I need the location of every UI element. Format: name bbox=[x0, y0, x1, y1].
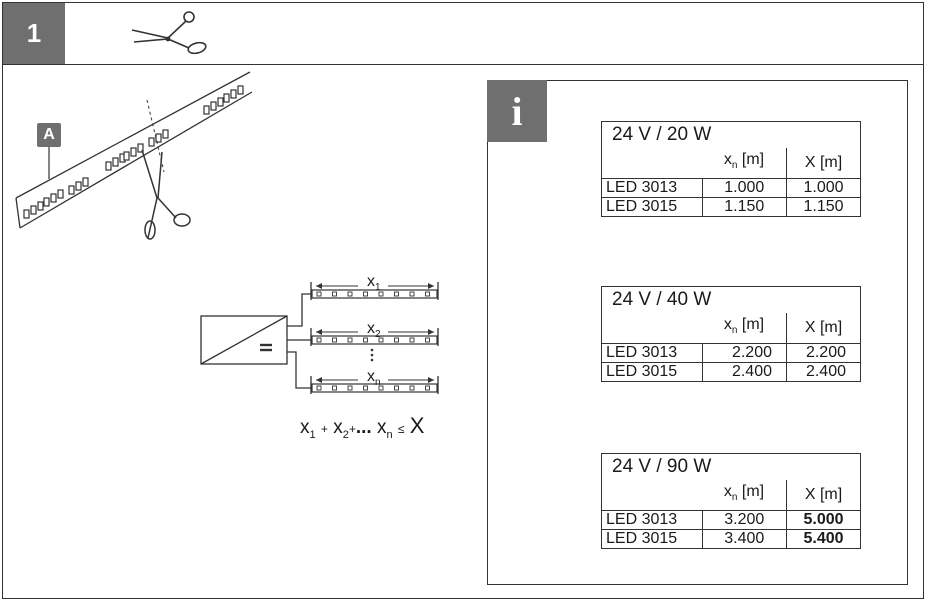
column-header-X: X [m] bbox=[786, 148, 861, 179]
arrow-left-icon bbox=[316, 377, 322, 383]
led-chip bbox=[57, 189, 64, 199]
led-dot bbox=[378, 291, 384, 297]
led-dot bbox=[332, 291, 337, 297]
arrow-left-icon bbox=[316, 329, 322, 335]
led-dot bbox=[394, 385, 399, 391]
segment-label-1: x1 bbox=[367, 273, 381, 294]
led-chip bbox=[162, 129, 169, 139]
led-chip bbox=[112, 157, 119, 167]
led-dot bbox=[316, 385, 322, 391]
table-title: 24 V / 90 W bbox=[601, 453, 861, 480]
led-dot bbox=[347, 291, 353, 297]
led-dot bbox=[347, 385, 353, 391]
strip-edge-top bbox=[15, 71, 251, 199]
led-chip bbox=[50, 193, 57, 203]
led-chip bbox=[23, 209, 30, 219]
column-header-xn: xn [m] bbox=[702, 148, 787, 179]
column-header-xn: xn [m] bbox=[702, 313, 787, 344]
arrow-right-icon bbox=[428, 283, 434, 289]
led-dot bbox=[347, 337, 353, 343]
info-icon: i bbox=[487, 80, 547, 142]
led-chip bbox=[203, 105, 210, 115]
led-chip bbox=[68, 185, 75, 195]
led-dot bbox=[409, 337, 415, 343]
led-chip bbox=[30, 205, 37, 215]
led-strip-illustration bbox=[15, 71, 253, 240]
strip-label-a: A bbox=[37, 123, 61, 147]
arrow-right-icon bbox=[428, 329, 434, 335]
led-dot bbox=[378, 337, 384, 343]
strip-segment bbox=[311, 335, 438, 345]
arrow-right-icon bbox=[428, 377, 434, 383]
led-dot bbox=[409, 291, 415, 297]
led-dot bbox=[316, 291, 322, 297]
led-chip bbox=[137, 143, 144, 153]
led-dot bbox=[363, 385, 368, 391]
scissors-icon bbox=[131, 11, 207, 55]
column-header-X: X [m] bbox=[786, 480, 861, 511]
led-dot bbox=[363, 337, 368, 343]
led-chip bbox=[43, 197, 50, 207]
led-chip bbox=[37, 201, 44, 211]
led-chip bbox=[210, 101, 217, 111]
step-number-badge: 1 bbox=[3, 3, 65, 64]
table-title: 24 V / 20 W bbox=[601, 121, 861, 148]
led-chip bbox=[230, 89, 237, 99]
strip-segment bbox=[311, 289, 438, 299]
led-chip bbox=[223, 93, 230, 103]
strip-scissors-icon bbox=[141, 99, 191, 240]
led-chip bbox=[237, 85, 244, 95]
column-header-X: X [m] bbox=[786, 313, 861, 344]
led-dot bbox=[409, 385, 415, 391]
led-dot bbox=[332, 385, 337, 391]
led-dot bbox=[425, 337, 430, 343]
led-chip bbox=[217, 97, 224, 107]
led-chip bbox=[148, 137, 155, 147]
led-chip bbox=[105, 161, 112, 171]
led-dot bbox=[316, 337, 322, 343]
led-chip bbox=[155, 133, 162, 143]
length-formula: x1 + x2+... xn ≤ X bbox=[300, 413, 425, 441]
column-header-xn: xn [m] bbox=[702, 480, 787, 511]
strip-segment bbox=[311, 383, 438, 393]
led-dot bbox=[378, 385, 384, 391]
led-chip bbox=[82, 177, 89, 187]
led-chip bbox=[75, 181, 82, 191]
segment-label-2: x2 bbox=[367, 320, 381, 341]
led-dot bbox=[332, 337, 337, 343]
led-dot bbox=[394, 337, 399, 343]
segment-label-n: xn bbox=[367, 368, 381, 389]
led-chip bbox=[130, 147, 137, 157]
header-divider bbox=[2, 64, 924, 65]
led-dot bbox=[363, 291, 368, 297]
power-supply-diagram bbox=[200, 282, 439, 394]
led-dot bbox=[394, 291, 399, 297]
led-dot bbox=[425, 291, 430, 297]
info-panel bbox=[487, 80, 908, 585]
arrow-left-icon bbox=[316, 283, 322, 289]
table-title: 24 V / 40 W bbox=[601, 286, 861, 313]
led-dot bbox=[425, 385, 430, 391]
led-chip bbox=[123, 151, 130, 161]
strip-edge-bottom bbox=[19, 91, 253, 229]
